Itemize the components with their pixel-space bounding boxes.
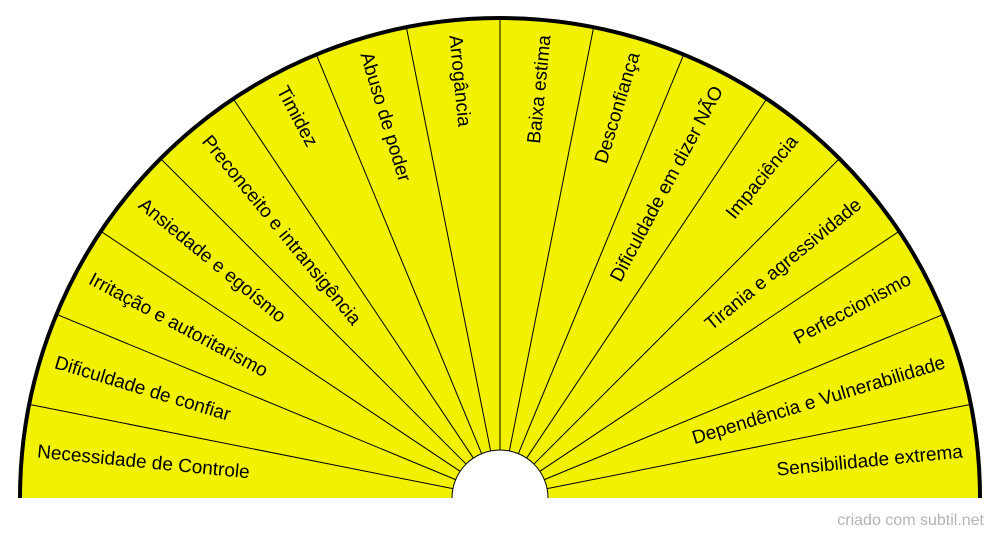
sector-divider (533, 158, 840, 465)
sector-divider (232, 98, 474, 459)
sector-divider (517, 54, 685, 454)
sector-divider (546, 403, 971, 490)
sector-divider (539, 230, 900, 472)
sector-divider (315, 54, 483, 454)
outer-arc (18, 16, 982, 499)
sector-divider (29, 403, 454, 490)
sector-divider (160, 158, 467, 465)
sector-divider (56, 313, 456, 481)
credit-text: criado com subtil.net (837, 512, 984, 529)
sector-divider (100, 230, 461, 472)
inner-arc (451, 449, 549, 499)
sector-divider (508, 27, 595, 452)
sector-divider (526, 98, 768, 459)
sector-divider (405, 27, 492, 452)
sector-divider (544, 313, 944, 481)
